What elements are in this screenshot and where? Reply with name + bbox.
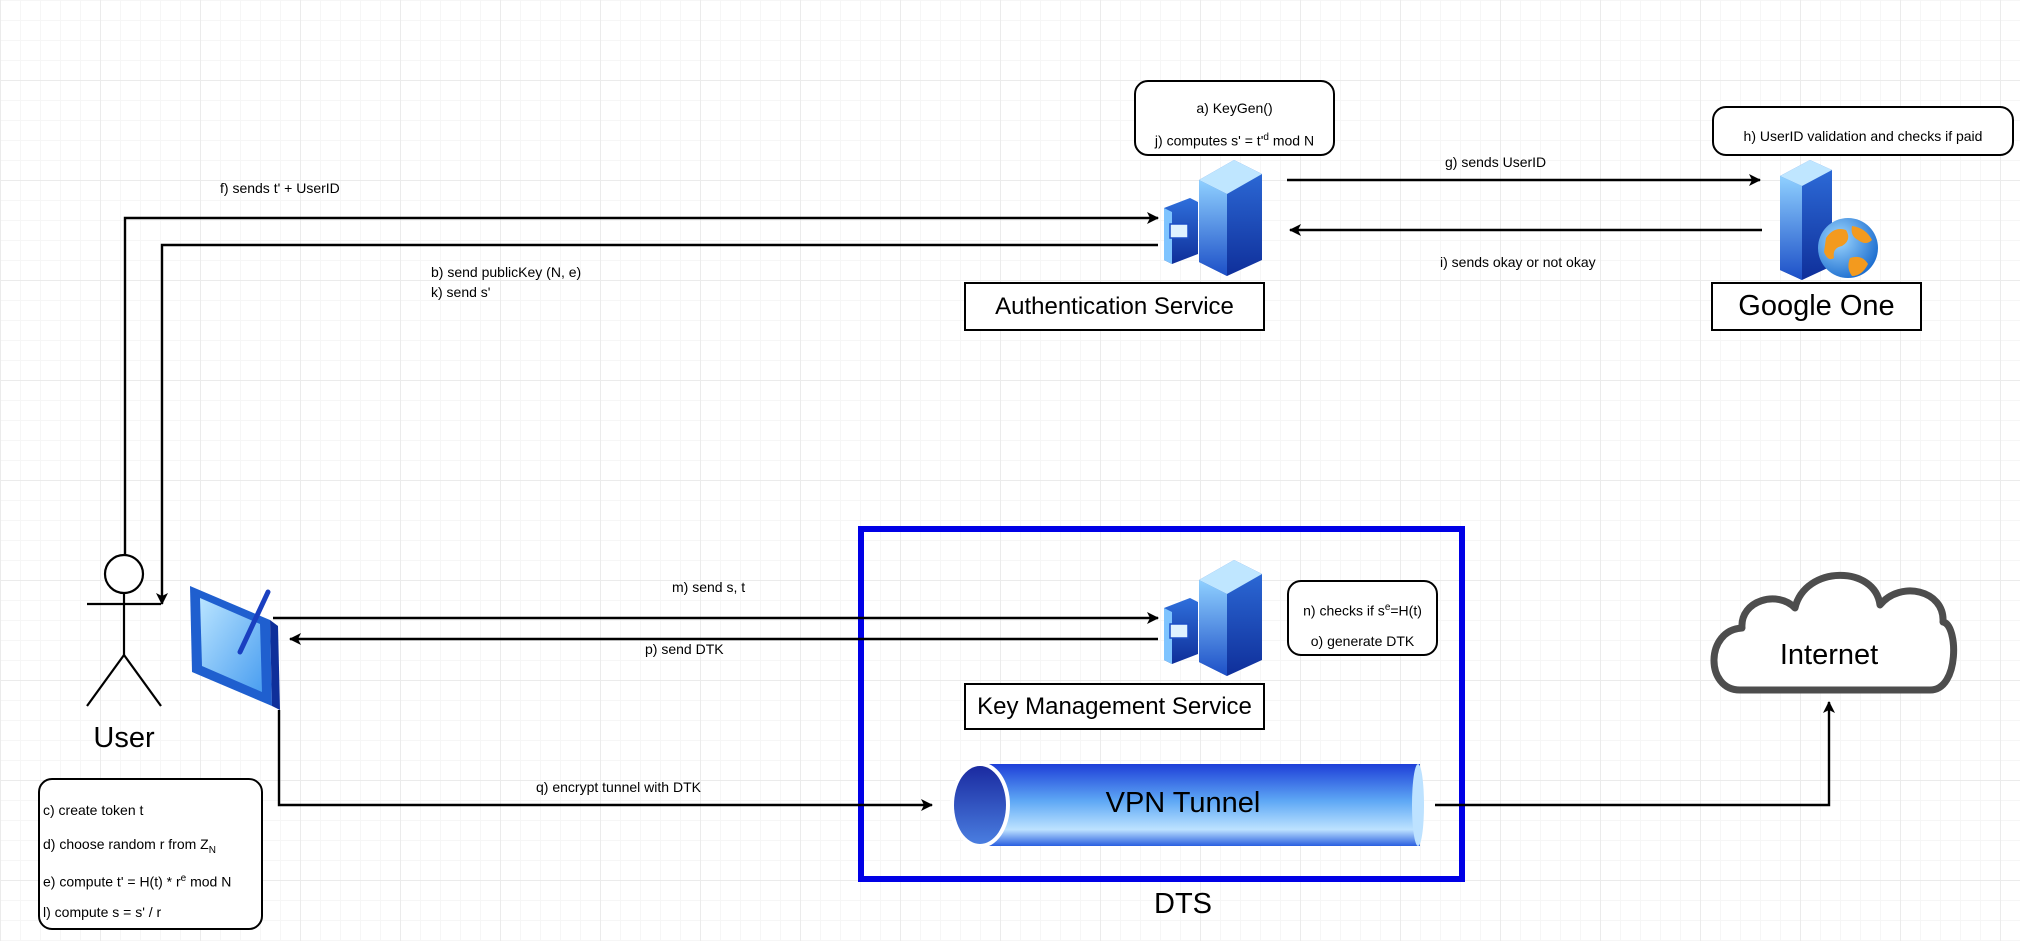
kms-note-check: n) checks if se=H(t) bbox=[1303, 602, 1422, 619]
dts-label: DTS bbox=[1154, 888, 1212, 920]
vpn-tunnel-label: VPN Tunnel bbox=[1105, 787, 1261, 819]
edge-p-label: p) send DTK bbox=[645, 641, 724, 657]
google-note-text: h) UserID validation and checks if paid bbox=[1743, 128, 1983, 144]
edge-i-label: i) sends okay or not okay bbox=[1440, 254, 1596, 270]
edge-f-label: f) sends t' + UserID bbox=[220, 180, 340, 196]
edge-q-arrow bbox=[277, 710, 933, 811]
internet-label: Internet bbox=[1779, 639, 1879, 671]
user-note-step-e: e) compute t' = H(t) * re mod N bbox=[43, 873, 232, 890]
edge-internet-arrow bbox=[1435, 701, 1835, 807]
auth-note-compute: j) computes s' = t'd mod N bbox=[1154, 132, 1315, 149]
auth-service-label: Authentication Service bbox=[964, 282, 1265, 331]
edge-m-label: m) send s, t bbox=[672, 579, 746, 595]
edge-b-label: b) send publicKey (N, e) bbox=[431, 264, 582, 280]
user-note-step-l: l) compute s = s' / r bbox=[43, 904, 162, 920]
server-icon bbox=[1164, 560, 1262, 676]
google-one-label: Google One bbox=[1711, 282, 1922, 331]
user-label: User bbox=[93, 722, 155, 754]
kms-label: Key Management Service bbox=[964, 683, 1265, 730]
edge-k-label: k) send s' bbox=[431, 284, 491, 300]
server-icon bbox=[1164, 160, 1262, 276]
person-icon bbox=[86, 553, 162, 707]
auth-note: a) KeyGen() j) computes s' = t'd mod N bbox=[1134, 80, 1335, 156]
edge-g-label: g) sends UserID bbox=[1445, 154, 1547, 170]
cylinder-icon bbox=[950, 762, 1424, 848]
google-note: h) UserID validation and checks if paid bbox=[1712, 106, 2014, 156]
kms-note-generate: o) generate DTK bbox=[1310, 633, 1415, 649]
tablet-icon bbox=[190, 586, 280, 710]
cloud-icon bbox=[1710, 571, 1958, 694]
edge-q-label: q) encrypt tunnel with DTK bbox=[536, 779, 701, 795]
user-note-step-d: d) choose random r from ZN bbox=[43, 836, 216, 856]
dts-boundary bbox=[858, 526, 1465, 882]
user-note: c) create token t d) choose random r fro… bbox=[38, 778, 263, 930]
globe-icon bbox=[1818, 218, 1878, 278]
kms-note: n) checks if se=H(t) o) generate DTK bbox=[1287, 580, 1438, 656]
edge-b-arrow bbox=[156, 243, 1158, 605]
edge-f-arrow bbox=[123, 212, 1159, 554]
user-note-step-c: c) create token t bbox=[43, 802, 144, 818]
auth-note-keygen: a) KeyGen() bbox=[1196, 100, 1273, 116]
